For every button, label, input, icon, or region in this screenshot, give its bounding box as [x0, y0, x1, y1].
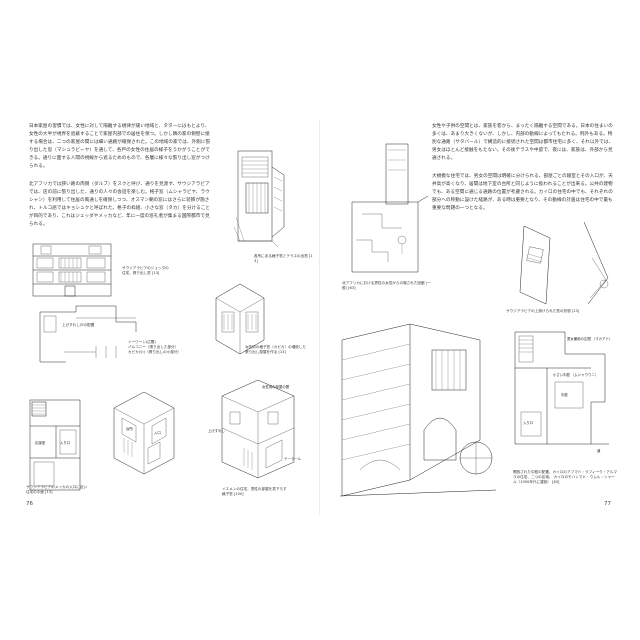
caption-sketch-top: 各所にある格子窓とテラスの出窓 [13] [254, 254, 313, 263]
facade-elevation [32, 243, 112, 297]
caption-section: 北アフリカにおける男性の女性からの隠された回廊 (一般) [63] [342, 281, 431, 290]
caption-plan-lower: サウジアラビアのメッカの入口に近い住宅の平面 [13] [26, 485, 88, 494]
label-hall: 女性用の部屋の間 [262, 384, 290, 389]
door-panels-sketch [519, 221, 609, 305]
plan-labels-lower: 応接室 入り口 [35, 440, 70, 445]
isometric-cutaway [113, 391, 175, 475]
floor-plan-lower [29, 399, 81, 491]
isometric-labels: 台所 入口 [126, 426, 161, 435]
caption-kiosk: 女性用の格子窓（カピカ）の増設した張り出し部屋を作る [13] [245, 345, 307, 354]
label-upper: 上げすれし [208, 428, 226, 433]
label-entrance: 入り口 [60, 440, 70, 445]
label-terrace: テーラール [284, 456, 302, 461]
plan-right-labels: 男女兼用の広間 （マカアド） 小さい中庭 （ムシャウワニ） 中庭 入り口 道 [523, 336, 612, 453]
label-upper-room: 男女兼用の広間 （マカアド） [567, 336, 612, 341]
left-paragraph-1: 日本家屋の習慣では、女性に対して隔離する規律が緩い地域と、タターにはもとより、女… [29, 124, 211, 170]
left-page: 日本家屋の習慣では、女性に対して隔離する規律が緩い地域と、タターにはもとより、女… [26, 124, 313, 507]
label-court: 中庭 [561, 392, 568, 397]
right-paragraph-2: 大規模な住宅では、男女の空間は明確に分けられる。部屋ごとの寝室とその入口が、天井… [432, 174, 613, 212]
floor-plan-upper [39, 305, 137, 363]
floor-plan-right [514, 331, 609, 445]
label-kitchen: 台所 [126, 426, 133, 431]
right-page: 女性や子供の空間とは、家族を客から、まったく隔離する空間である。日本の住まいの多… [320, 0, 640, 640]
label-gate: 入口 [154, 431, 161, 435]
sketch-kiosk [215, 283, 265, 355]
caption-plan-upper: 上げすれし戸の配置 [62, 323, 95, 327]
label-street: 道 [597, 448, 601, 453]
page-number-left: 76 [26, 501, 33, 507]
caption-door: サウジアラビアの上掛けられた窓の形態 [13] [506, 309, 580, 313]
isometric-house [221, 379, 295, 479]
right-paragraph-1: 女性や子供の空間とは、家族を客から、まったく隔離する空間である。日本の住まいの多… [432, 124, 614, 162]
section-stair-sketch [351, 143, 429, 273]
caption-isometric: イエメンの住宅、男性の部屋を見下ろす格子窓 [100] [222, 487, 287, 496]
label-lower-room: 小さい中庭 （ムシャウワニ） [553, 372, 598, 377]
caption-plan-right: 開放された中庭の配置、カイロのアフマド・ラフィーク・アルマラの住宅、二つの区域。… [513, 470, 618, 484]
sketch-oriel-window [233, 150, 285, 248]
label-entry: 入り口 [523, 420, 533, 425]
street-perspective [339, 323, 497, 497]
label-reception: 応接室 [35, 440, 46, 445]
caption-facade: サウジアラビアのジェッダの住宅、張り出し窓 [13] [122, 266, 169, 275]
isometric-house-labels: 女性用の部屋の間 上げすれし テーラール [208, 384, 302, 461]
left-paragraph-2: 北アフリカでは狭い路の両側（ダルブ）をスクと呼び、通りを見渡す、サウジアラビアで… [29, 182, 211, 228]
caption-plan-legend: イーワーン(広間) バルコニー（張り出した部分） カピカ(小)（張り出しの小部分… [128, 340, 182, 354]
page-number-right: 77 [604, 501, 611, 507]
